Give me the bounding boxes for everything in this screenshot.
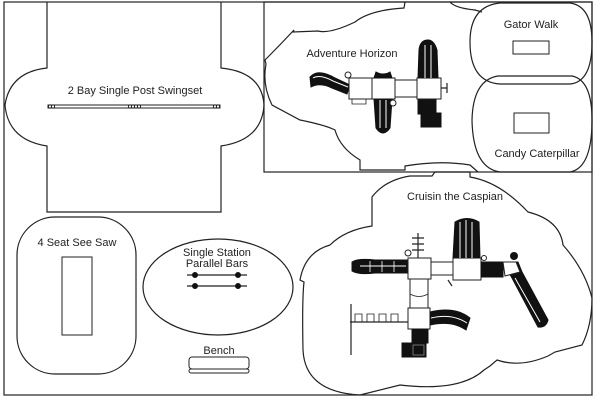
candy-caterpillar-area[interactable]: Candy Caterpillar	[471, 75, 593, 173]
cruisin-caspian-area[interactable]: Cruisin the Caspian	[299, 171, 593, 396]
swingset-area[interactable]: 2 Bay Single Post Swingset	[4, 2, 265, 213]
see-saw-equipment	[61, 256, 93, 336]
bench-label: Bench	[203, 345, 234, 357]
bench-seat	[188, 356, 250, 370]
see-saw-label: 4 Seat See Saw	[38, 237, 117, 249]
adventure-horizon-label: Adventure Horizon	[306, 48, 397, 60]
candy-caterpillar-equipment	[513, 112, 550, 134]
candy-caterpillar-label: Candy Caterpillar	[495, 148, 580, 160]
cruisin-caspian-label: Cruisin the Caspian	[407, 191, 503, 203]
bench-area[interactable]: Bench	[188, 345, 250, 374]
adventure-horizon-structure	[309, 39, 448, 134]
swingset-beam	[47, 104, 221, 109]
parallel-bars-area[interactable]: Single Station Parallel Bars	[142, 238, 294, 336]
cruisin-caspian-structure	[350, 218, 549, 358]
parallel-bars-equipment	[187, 272, 247, 289]
parallel-bars-label-line2: Parallel Bars	[186, 258, 249, 270]
see-saw-area[interactable]: 4 Seat See Saw	[16, 216, 137, 375]
gator-walk-equipment	[512, 40, 550, 55]
adventure-horizon-area[interactable]: Adventure Horizon	[263, 1, 593, 173]
parallel-bars-label-line1: Single Station	[183, 247, 251, 259]
bench-base	[188, 368, 250, 374]
swingset-label: 2 Bay Single Post Swingset	[68, 85, 203, 97]
gator-walk-label: Gator Walk	[504, 19, 559, 31]
adventure-horizon-zone	[263, 1, 593, 173]
gator-walk-area[interactable]: Gator Walk	[469, 2, 593, 85]
site-boundary	[3, 1, 593, 396]
